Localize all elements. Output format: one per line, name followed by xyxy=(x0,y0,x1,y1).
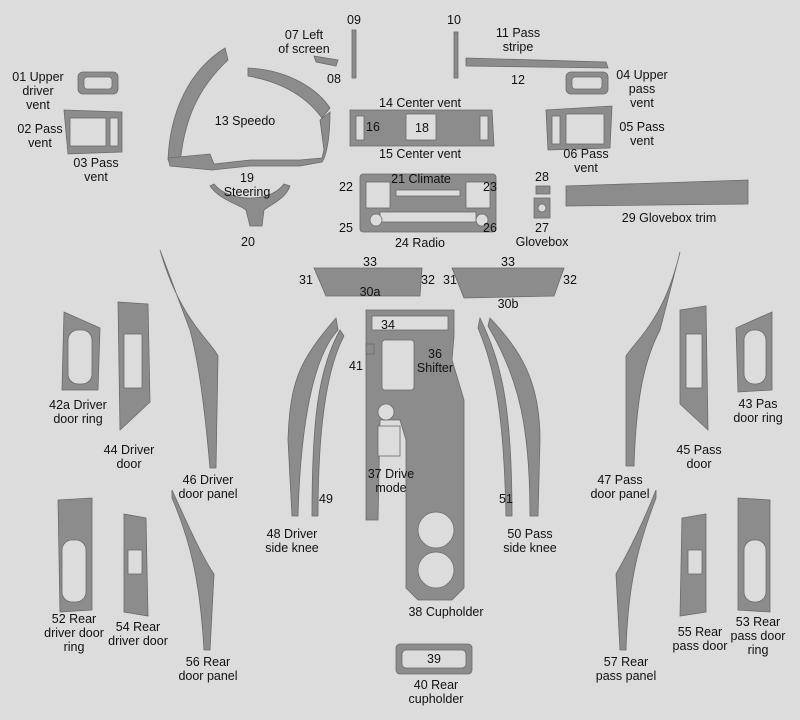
piece-11-pass-stripe xyxy=(465,57,609,69)
piece-07-08-left-of-screen xyxy=(313,55,339,67)
piece-45-pass-door xyxy=(679,305,709,431)
piece-42a-driver-door-ring xyxy=(61,311,101,391)
piece-48-driver-side-knee xyxy=(287,317,339,517)
piece-13-speedo xyxy=(167,47,331,171)
label-21: 21 Climate xyxy=(391,172,451,186)
label-12: 12 xyxy=(511,73,525,87)
label-45: 45 Pass door xyxy=(676,443,722,471)
label-20: 20 xyxy=(241,235,255,249)
label-26: 26 xyxy=(483,221,497,235)
label-19: 19 Steering xyxy=(223,171,271,199)
label-05: 05 Pass vent xyxy=(619,120,665,148)
label-04: 04 Upper pass vent xyxy=(616,68,668,110)
label-32b: 32 xyxy=(563,273,577,287)
label-31a: 31 xyxy=(299,273,313,287)
label-57: 57 Rear pass panel xyxy=(595,655,657,683)
label-06: 06 Pass vent xyxy=(563,147,609,175)
piece-09 xyxy=(351,29,357,79)
label-55: 55 Rear pass door xyxy=(672,625,728,653)
label-44: 44 Driver door xyxy=(103,443,155,471)
label-43: 43 Pas door ring xyxy=(733,397,783,425)
label-23: 23 xyxy=(483,180,497,194)
label-16: 16 xyxy=(366,120,380,134)
piece-19-20-steering xyxy=(209,183,291,227)
piece-47-pass-door-panel xyxy=(625,251,681,467)
piece-44-driver-door xyxy=(117,301,151,431)
label-28: 28 xyxy=(535,170,549,184)
label-18: 18 xyxy=(415,121,429,135)
piece-27-28-glovebox xyxy=(533,185,551,219)
piece-56-rear-door-panel xyxy=(171,489,215,651)
piece-01-upper-driver-vent xyxy=(77,71,119,95)
label-41: 41 xyxy=(349,359,363,373)
piece-51 xyxy=(487,317,541,517)
label-27: 27 Glovebox xyxy=(515,221,569,249)
label-32a: 32 xyxy=(421,273,435,287)
piece-54-rear-driver-door xyxy=(123,513,149,617)
piece-21-26-climate-radio xyxy=(359,173,497,233)
piece-43-pas-door-ring xyxy=(735,311,773,393)
piece-04-upper-pass-vent xyxy=(565,71,609,95)
label-15: 15 Center vent xyxy=(379,147,461,161)
label-56: 56 Rear door panel xyxy=(178,655,238,683)
piece-29-glovebox-trim xyxy=(565,179,749,207)
piece-49 xyxy=(311,329,345,517)
label-29: 29 Glovebox trim xyxy=(621,211,717,225)
label-13: 13 Speedo xyxy=(214,114,276,128)
label-09: 09 xyxy=(347,13,361,27)
label-53: 53 Rear pass door ring xyxy=(730,615,786,657)
piece-30b xyxy=(451,267,565,299)
label-46: 46 Driver door panel xyxy=(178,473,238,501)
label-51: 51 xyxy=(499,492,513,506)
label-02: 02 Pass vent xyxy=(17,122,63,150)
label-54: 54 Rear driver door xyxy=(108,620,168,648)
piece-41 xyxy=(365,343,375,355)
label-50: 50 Pass side knee xyxy=(503,527,557,555)
label-36: 36 Shifter xyxy=(416,347,454,375)
piece-52-rear-driver-door-ring xyxy=(57,497,93,613)
label-08: 08 xyxy=(327,72,341,86)
label-42a: 42a Driver door ring xyxy=(49,398,107,426)
piece-02-03-pass-vent xyxy=(63,109,123,155)
label-33a: 33 xyxy=(363,255,377,269)
piece-55-rear-pass-door xyxy=(679,513,707,617)
label-22: 22 xyxy=(339,180,353,194)
label-48: 48 Driver side knee xyxy=(265,527,319,555)
label-10: 10 xyxy=(447,13,461,27)
label-39: 39 xyxy=(427,652,441,666)
piece-05-06-pass-vent xyxy=(545,105,613,151)
label-25: 25 xyxy=(339,221,353,235)
piece-34-38-center-console xyxy=(365,309,465,601)
piece-14-15-center-vent xyxy=(349,109,495,147)
label-40: 40 Rear cupholder xyxy=(408,678,464,706)
label-49: 49 xyxy=(319,492,333,506)
label-47: 47 Pass door panel xyxy=(590,473,650,501)
label-07: 07 Left of screen xyxy=(278,28,330,56)
label-31b: 31 xyxy=(443,273,457,287)
label-30a: 30a xyxy=(359,285,381,299)
label-30b: 30b xyxy=(497,297,519,311)
label-14: 14 Center vent xyxy=(379,96,461,110)
label-01: 01 Upper driver vent xyxy=(12,70,64,112)
piece-39-40-rear-cupholder xyxy=(395,643,473,675)
label-11: 11 Pass stripe xyxy=(495,26,541,54)
label-38: 38 Cupholder xyxy=(408,605,484,619)
label-37: 37 Drive mode xyxy=(367,467,415,495)
piece-46-driver-door-panel xyxy=(159,249,219,469)
label-03: 03 Pass vent xyxy=(73,156,119,184)
piece-53-rear-pass-door-ring xyxy=(737,497,771,613)
label-24: 24 Radio xyxy=(394,236,446,250)
piece-50-pass-side-knee xyxy=(477,316,513,517)
label-33b: 33 xyxy=(501,255,515,269)
piece-30a xyxy=(313,267,423,297)
piece-57-rear-pass-panel xyxy=(615,489,657,651)
label-34: 34 xyxy=(381,318,395,332)
label-52: 52 Rear driver door ring xyxy=(44,612,104,654)
piece-10 xyxy=(453,31,459,79)
